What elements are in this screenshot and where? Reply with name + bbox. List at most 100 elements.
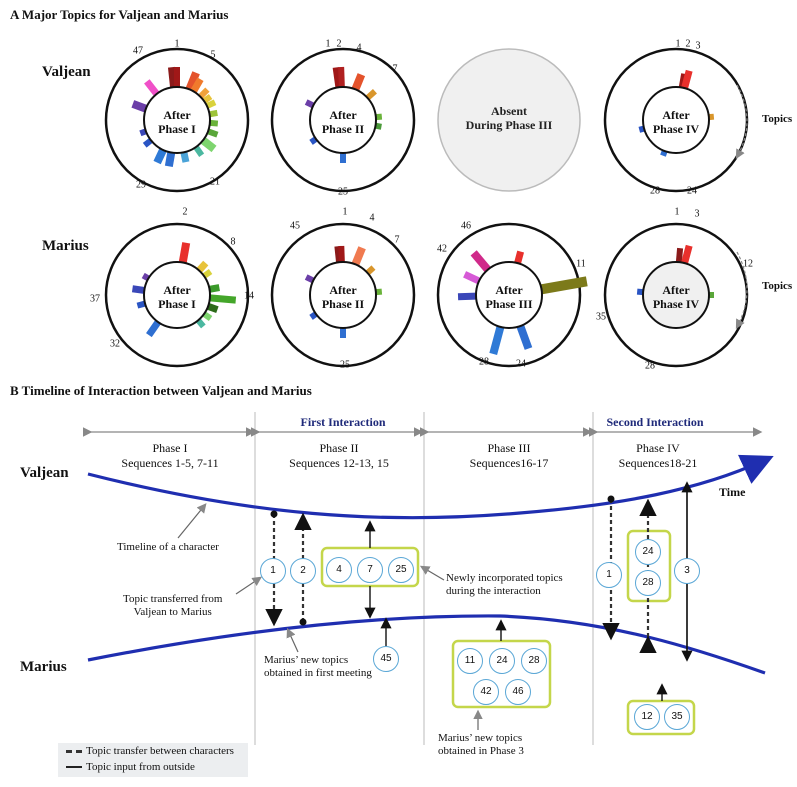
topic-bar xyxy=(136,300,146,309)
topic-number: 2 xyxy=(685,38,691,50)
topic-bar xyxy=(457,292,477,301)
legend: Topic transfer between characters Topic … xyxy=(58,743,248,777)
topic-bar xyxy=(209,119,219,127)
topic-number: 42 xyxy=(437,243,447,255)
topic-number: 8 xyxy=(230,236,236,248)
topic-bar xyxy=(205,99,217,109)
topic-bar xyxy=(131,100,148,113)
inner-ring xyxy=(143,261,211,329)
topic-node: 24 xyxy=(635,539,661,565)
topics-direction-label: Topics xyxy=(762,280,793,292)
topic-number: 1 xyxy=(174,38,180,50)
topics-direction-arrow xyxy=(735,251,748,330)
outer-ring xyxy=(104,222,250,368)
inner-ring xyxy=(642,261,710,329)
outer-ring xyxy=(603,222,749,368)
topic-bar xyxy=(144,79,160,97)
topic-number: 37 xyxy=(90,293,100,305)
topic-bar xyxy=(208,284,220,293)
topic-number: 4 xyxy=(369,212,375,224)
topic-node: 28 xyxy=(635,570,661,596)
topic-node: 35 xyxy=(664,704,690,730)
topic-bar xyxy=(202,311,213,321)
topic-bar xyxy=(208,109,218,118)
marius-timeline xyxy=(87,614,766,675)
inner-ring xyxy=(143,86,211,154)
topic-bar xyxy=(164,151,176,167)
topic-number: 7 xyxy=(394,234,400,246)
transfer-dot xyxy=(270,510,278,518)
topic-number: 45 xyxy=(290,220,300,232)
topic-number: 14 xyxy=(244,290,254,302)
topic-bar xyxy=(304,274,315,284)
topic-bar xyxy=(178,242,191,264)
topic-number: 46 xyxy=(461,220,471,232)
topic-bar xyxy=(153,148,167,165)
topics-direction-label: Topics xyxy=(762,113,793,125)
topic-number: 1 xyxy=(325,38,331,50)
topic-bar xyxy=(167,66,178,88)
topic-bar xyxy=(332,67,342,88)
topic-bar xyxy=(200,137,217,153)
topics-direction-arrow xyxy=(735,84,748,160)
annotation-arrow xyxy=(235,576,262,595)
topic-number: 12 xyxy=(743,258,753,270)
annotation-timeline-of-character: Timeline of a character xyxy=(117,541,219,553)
transfer-dot xyxy=(644,640,652,648)
inner-ring xyxy=(309,86,377,154)
transfer-dot xyxy=(299,618,307,626)
topic-bar xyxy=(351,246,366,266)
annotation-arrow xyxy=(177,503,207,539)
topic-bar xyxy=(681,244,693,265)
topic-bar xyxy=(193,145,205,157)
topic-bar xyxy=(365,88,377,101)
topic-number: 7 xyxy=(392,63,398,75)
topic-bar xyxy=(675,247,684,263)
topic-node: 24 xyxy=(489,648,515,674)
topic-bar xyxy=(206,302,219,313)
topic-number: 2 xyxy=(182,206,188,218)
topic-bar xyxy=(198,87,210,99)
topic-node: 45 xyxy=(373,646,399,672)
topic-number: 1 xyxy=(674,206,680,218)
topic-number: 32 xyxy=(110,338,120,350)
row-label-marius: Marius xyxy=(42,238,89,254)
section-a-title: A Major Topics for Valjean and Marius xyxy=(10,7,229,22)
topic-bar xyxy=(190,77,204,94)
topic-bar xyxy=(514,250,525,265)
topic-bar xyxy=(196,260,209,273)
topic-number: 28 xyxy=(479,356,489,368)
topic-bar xyxy=(139,128,148,137)
topic-number: 5 xyxy=(210,49,216,61)
topic-node: 7 xyxy=(357,557,383,583)
section-b-title: B Timeline of Interaction between Valjea… xyxy=(10,383,312,398)
topic-node: 1 xyxy=(596,562,622,588)
topic-group-box xyxy=(626,699,696,736)
topic-bar xyxy=(463,271,481,285)
topic-bar xyxy=(489,325,505,355)
topic-node: 1 xyxy=(260,558,286,584)
topic-bar xyxy=(338,245,345,263)
topic-node: 12 xyxy=(634,704,660,730)
topic-bar xyxy=(202,94,213,104)
topic-bar xyxy=(304,99,315,109)
topic-number: 29 xyxy=(136,179,146,191)
second-interaction-label: Second Interaction xyxy=(606,415,704,429)
timeline-label-marius: Marius xyxy=(20,659,67,675)
topic-node: 25 xyxy=(388,557,414,583)
topic-bar xyxy=(365,265,376,276)
topic-bar xyxy=(351,73,366,91)
annotation-arrow xyxy=(286,627,299,653)
time-label: Time xyxy=(719,485,746,499)
topic-number: 2 xyxy=(336,38,342,50)
topic-bar xyxy=(206,128,219,138)
